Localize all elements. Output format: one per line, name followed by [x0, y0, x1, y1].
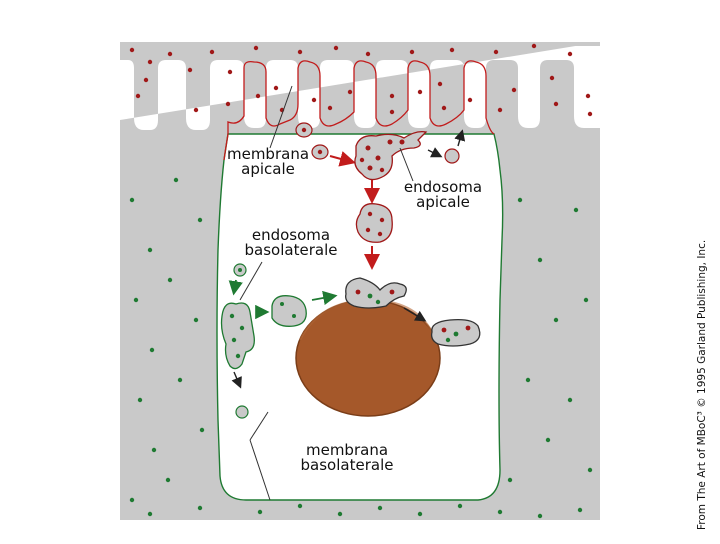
cargo-dot	[133, 297, 139, 303]
apical-membrane-label: membrana apicale	[223, 147, 313, 177]
basolateral-pathway	[220, 263, 338, 419]
cargo-dot	[297, 49, 303, 55]
cargo-dot	[143, 77, 149, 83]
cargo-dot	[567, 397, 573, 403]
cargo-dot	[257, 509, 263, 515]
cargo-dot	[193, 317, 199, 323]
cargo-dot	[167, 277, 173, 283]
cargo-dot	[297, 503, 303, 509]
cargo-dot	[365, 51, 371, 57]
apical-endosome-label-line1: endosoma	[403, 178, 483, 196]
cargo-dot	[225, 101, 231, 107]
basolateral-endosome-label: endosoma basolaterale	[236, 228, 346, 258]
cargo-dot	[511, 87, 517, 93]
cargo-dot	[437, 81, 443, 87]
cargo-dot	[147, 511, 153, 517]
cargo-dot	[417, 89, 423, 95]
cargo-dot	[311, 97, 317, 103]
cargo-dot	[507, 477, 513, 483]
cargo-dot	[587, 111, 593, 117]
cargo-dot	[255, 93, 261, 99]
late-endosome	[345, 277, 481, 347]
cargo-dot	[441, 105, 447, 111]
cargo-dot	[253, 45, 259, 51]
lumen	[120, 42, 620, 130]
cargo-dot	[333, 45, 339, 51]
apical-pathway	[295, 122, 466, 270]
cargo-dot	[577, 507, 583, 513]
cargo-dot	[497, 509, 503, 515]
basolateral-membrane-label-line2: basolaterale	[300, 456, 394, 474]
cargo-dot	[537, 513, 543, 519]
cargo-dot	[137, 397, 143, 403]
cargo-dot	[545, 437, 551, 443]
basolateral-membrane-label-line1: membrana	[305, 441, 389, 459]
basolateral-endosome-label-line1: endosoma	[251, 226, 331, 244]
cargo-dot	[187, 67, 193, 73]
cargo-dot	[389, 109, 395, 115]
cargo-dot	[493, 49, 499, 55]
apical-endosome-label-line2: apicale	[416, 193, 470, 211]
cargo-dot	[173, 177, 179, 183]
cargo-dot	[327, 105, 333, 111]
basolateral-recycling-endosome	[271, 295, 307, 327]
basolateral-membrane-label: membrana basolaterale	[292, 443, 402, 473]
cargo-dot	[147, 59, 153, 65]
cargo-dot	[377, 505, 383, 511]
cargo-dot	[583, 297, 589, 303]
cargo-dot	[549, 75, 555, 81]
cargo-dot	[449, 47, 455, 53]
cargo-dot	[337, 511, 343, 517]
cargo-dot	[129, 197, 135, 203]
cargo-dot	[167, 51, 173, 57]
basolateral-endosome	[220, 302, 255, 370]
cargo-dot	[199, 427, 205, 433]
cargo-dot	[417, 511, 423, 517]
apical-endosome-label: endosoma apicale	[398, 180, 488, 210]
basolateral-endosome-label-line2: basolaterale	[244, 241, 338, 259]
cargo-dot	[389, 93, 395, 99]
cargo-dot	[567, 51, 573, 57]
cargo-dot	[409, 49, 415, 55]
cargo-dot	[129, 497, 135, 503]
cargo-dot	[347, 89, 353, 95]
apical-membrane-label-line1: membrana	[226, 145, 310, 163]
cargo-dot	[197, 217, 203, 223]
apical-membrane	[223, 60, 495, 161]
basolateral-transcytotic-vesicle	[235, 405, 249, 419]
cargo-dot	[537, 257, 543, 263]
cargo-dot	[553, 101, 559, 107]
cargo-dot	[457, 503, 463, 509]
cargo-dot	[467, 97, 473, 103]
cargo-dot	[151, 447, 157, 453]
cargo-dot	[129, 47, 135, 53]
apical-membrane-label-line2: apicale	[241, 160, 295, 178]
cargo-dot	[497, 107, 503, 113]
cargo-dot	[149, 347, 155, 353]
cargo-dot	[573, 207, 579, 213]
cargo-dot	[531, 43, 537, 49]
cargo-dot	[585, 93, 591, 99]
cargo-dot	[273, 85, 279, 91]
apical-transcytotic-vesicle	[444, 148, 460, 164]
cargo-dot	[553, 317, 559, 323]
cargo-dot	[517, 197, 523, 203]
cargo-dot	[525, 377, 531, 383]
cargo-dot	[587, 467, 593, 473]
cargo-dot	[177, 377, 183, 383]
cargo-dot	[135, 93, 141, 99]
cargo-dot	[147, 247, 153, 253]
apical-endosome	[354, 130, 428, 181]
cargo-dot	[227, 69, 233, 75]
apical-recycling-endosome	[355, 203, 393, 243]
cargo-dot	[165, 477, 171, 483]
leader-lines	[239, 85, 414, 501]
cargo-dot	[197, 505, 203, 511]
cargo-dots	[129, 43, 593, 519]
cargo-dot	[193, 107, 199, 113]
copyright-credit: From The Art of MBoC³ © 1995 Garland Pub…	[696, 239, 708, 530]
cargo-dot	[209, 49, 215, 55]
